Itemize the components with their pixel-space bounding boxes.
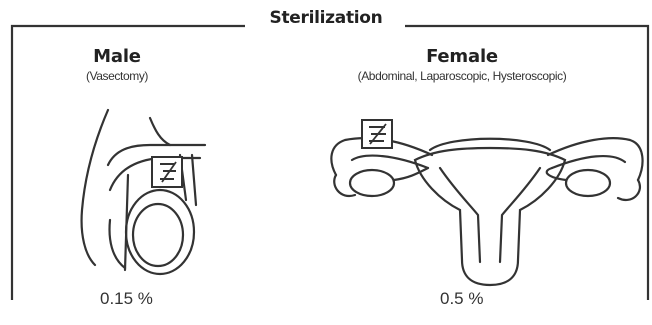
panel-title-text: Sterilization bbox=[260, 8, 393, 28]
female-header: Female (Abdominal, Laparoscopic, Hystero… bbox=[272, 46, 652, 83]
male-label: Male bbox=[62, 46, 172, 67]
female-procedure: (Abdominal, Laparoscopic, Hysteroscopic) bbox=[272, 69, 652, 83]
female-label: Female bbox=[272, 46, 652, 67]
scissor-cut-icon bbox=[152, 157, 182, 187]
male-header: Male (Vasectomy) bbox=[62, 46, 172, 83]
panel-title: Sterilization bbox=[0, 8, 652, 28]
female-anatomy-illustration bbox=[331, 138, 642, 285]
male-anatomy-illustration bbox=[82, 110, 205, 274]
scissor-cut-icon bbox=[362, 120, 392, 148]
female-failure-rate: 0.5 % bbox=[440, 289, 483, 309]
male-failure-rate: 0.15 % bbox=[100, 289, 153, 309]
male-procedure: (Vasectomy) bbox=[62, 69, 172, 83]
